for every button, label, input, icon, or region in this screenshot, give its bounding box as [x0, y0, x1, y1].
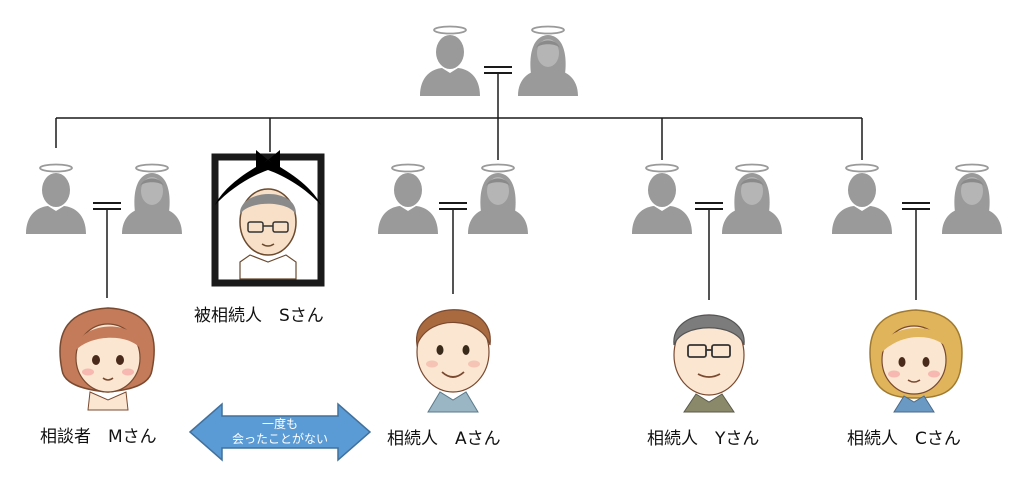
arrow-text: 一度も 会ったことがない: [200, 417, 360, 447]
label-deceased: 被相続人 Sさん: [194, 306, 324, 326]
tree-lines: [55, 73, 917, 300]
label-heir-a: 相続人 Aさん: [387, 429, 501, 449]
double-arrow: [188, 402, 372, 462]
heir-a-avatar: [416, 309, 491, 413]
heir-c-avatar: [869, 309, 963, 413]
label-consultant: 相談者 Mさん: [40, 427, 157, 447]
mourning-portrait-icon: [211, 150, 325, 287]
angel-man-icon: [419, 25, 481, 97]
consultant-avatar: [59, 307, 155, 411]
heir-y-avatar: [673, 314, 745, 413]
arrow-text-line1: 一度も: [261, 417, 298, 431]
label-heir-c: 相続人 Cさん: [847, 429, 961, 449]
label-heir-y: 相続人 Yさん: [647, 429, 760, 449]
angel-woman-icon: [517, 25, 579, 97]
marriage-symbol-top: [484, 66, 512, 74]
arrow-text-line2: 会ったことがない: [231, 432, 328, 446]
marriage-symbols: [93, 202, 930, 210]
